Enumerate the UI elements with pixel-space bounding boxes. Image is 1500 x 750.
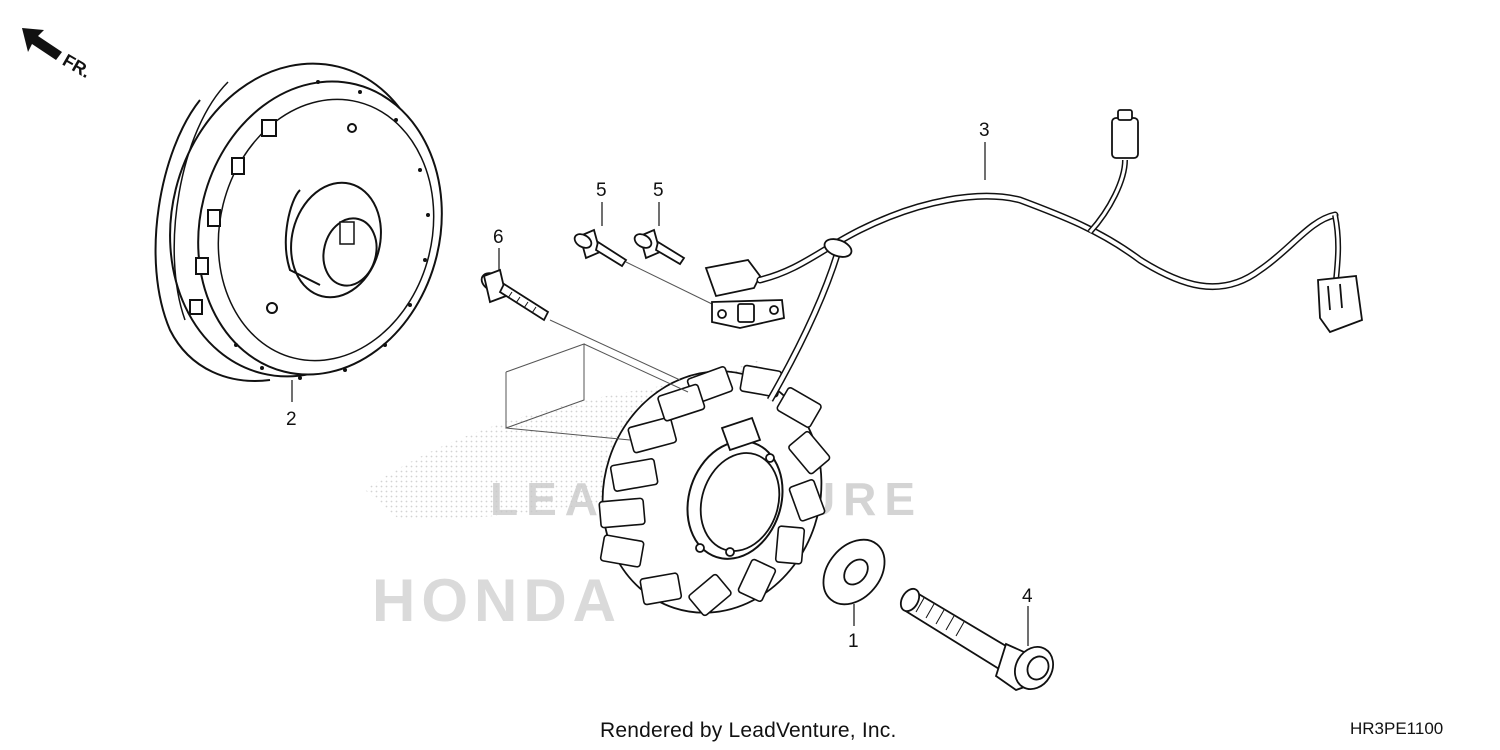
stator-bolt-part[interactable]	[478, 268, 550, 322]
callout-2[interactable]: 2	[286, 409, 297, 430]
front-direction-arrow-icon	[22, 28, 62, 60]
callout-3[interactable]: 3	[979, 120, 990, 141]
stator-coil-part[interactable]	[572, 343, 853, 642]
harness-connector-right-icon	[1317, 275, 1363, 334]
diagram-code: HR3PE1100	[1350, 719, 1444, 738]
honda-watermark: HONDA	[372, 567, 622, 634]
pulser-bolt-right-part[interactable]	[632, 228, 686, 266]
wire-harness-part[interactable]	[756, 159, 1342, 402]
callout-1[interactable]: 1	[848, 631, 859, 652]
callout-5-left[interactable]: 5	[596, 180, 607, 201]
bolt-guide-line	[625, 261, 713, 305]
washer-part[interactable]	[811, 528, 897, 617]
pulser-generator-part[interactable]	[704, 259, 785, 329]
flywheel-part[interactable]	[138, 36, 473, 405]
exploded-guide-lines	[505, 319, 689, 441]
pulser-bolt-left-part[interactable]	[572, 228, 628, 268]
callout-6[interactable]: 6	[493, 227, 504, 248]
callout-4[interactable]: 4	[1022, 586, 1033, 607]
flange-bolt-part[interactable]	[897, 586, 1061, 696]
harness-connector-top-icon	[1111, 109, 1139, 159]
callout-5-right[interactable]: 5	[653, 180, 664, 201]
render-credit: Rendered by LeadVenture, Inc.	[600, 719, 897, 742]
